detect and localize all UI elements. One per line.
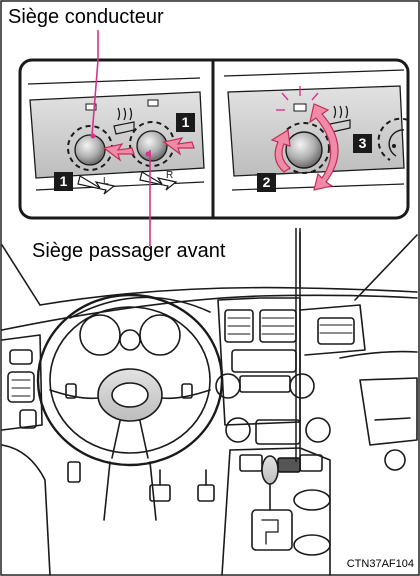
step-1-badge-right: 1 [176,113,195,132]
step-2-badge: 2 [257,173,276,192]
step-3-badge: 3 [353,134,372,153]
inset-panel [20,60,408,218]
dial-letter-left: L [103,176,109,187]
dial-letter-right: R [166,170,173,181]
figure-code-label: CTN37AF104 [347,558,414,570]
passenger-seat-label: Siège passager avant [32,240,225,263]
driver-seat-label: Siège conducteur [8,6,164,29]
step-1-badge-left: 1 [54,172,73,191]
driver-indicator-dot [91,134,96,139]
